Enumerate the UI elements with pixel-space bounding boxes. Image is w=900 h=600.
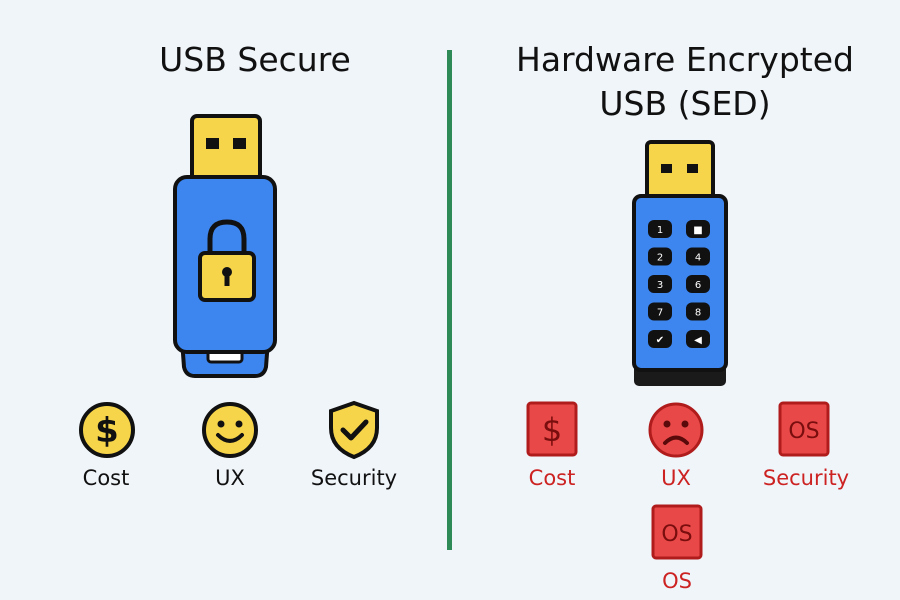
keypad-key bbox=[648, 302, 672, 321]
security-label: Security bbox=[762, 466, 850, 490]
keypad-key-label: 3 bbox=[657, 280, 663, 291]
os-icon: OS bbox=[651, 504, 703, 560]
hardware-encrypted-title-line2: USB (SED) bbox=[599, 84, 771, 123]
keypad-key bbox=[648, 275, 672, 293]
keypad-key bbox=[648, 220, 672, 238]
hardware-encrypted-drive-icon: 1 ■ 2 4 3 6 7 8 ✔ ◀ bbox=[632, 140, 728, 386]
usb-secure-drive-icon bbox=[173, 114, 277, 378]
keypad-key-label: 2 bbox=[657, 253, 663, 264]
smiley-icon bbox=[202, 402, 258, 458]
dollar-square-icon: $ bbox=[526, 401, 578, 457]
os-icon-text: OS bbox=[661, 522, 692, 547]
sad-face-icon bbox=[648, 402, 704, 458]
os-icon: OS bbox=[778, 401, 830, 457]
dollar-icon: $ bbox=[79, 402, 135, 458]
keypad-key bbox=[686, 220, 710, 238]
ux-label: UX bbox=[215, 466, 245, 490]
svg-text:$: $ bbox=[95, 411, 119, 451]
svg-text:$: $ bbox=[542, 411, 562, 449]
usb-secure-title: USB Secure bbox=[159, 40, 351, 79]
keypad-key-label: 4 bbox=[695, 253, 701, 264]
keypad-key-label: 8 bbox=[695, 308, 701, 319]
cost-label: Cost bbox=[82, 466, 130, 490]
keypad-key-label: 1 bbox=[657, 225, 663, 236]
security-label: Security bbox=[310, 466, 398, 490]
hardware-encrypted-title-line1: Hardware Encrypted bbox=[516, 40, 854, 79]
keypad-key-label: 6 bbox=[695, 280, 701, 291]
keypad-key-label: ◀ bbox=[694, 335, 702, 346]
keypad-key bbox=[686, 275, 710, 293]
keypad-key-label: ✔ bbox=[656, 335, 664, 346]
panel-divider bbox=[447, 50, 452, 550]
cost-label: Cost bbox=[528, 466, 576, 490]
keypad-key bbox=[686, 247, 710, 266]
keypad-key bbox=[686, 302, 710, 321]
keypad-key-label: ■ bbox=[693, 225, 702, 236]
keypad-key-label: 7 bbox=[657, 308, 663, 319]
keypad-key bbox=[686, 330, 710, 348]
ux-label: UX bbox=[661, 466, 691, 490]
keypad-key bbox=[648, 330, 672, 348]
shield-check-icon bbox=[329, 400, 379, 460]
hardware-encrypted-title: Hardware Encrypted USB (SED) bbox=[470, 38, 900, 126]
keypad-key bbox=[648, 247, 672, 266]
os-icon-text: OS bbox=[788, 419, 819, 444]
keypad: 1 ■ 2 4 3 6 7 8 ✔ ◀ bbox=[648, 220, 710, 348]
os-label: OS bbox=[662, 569, 692, 593]
